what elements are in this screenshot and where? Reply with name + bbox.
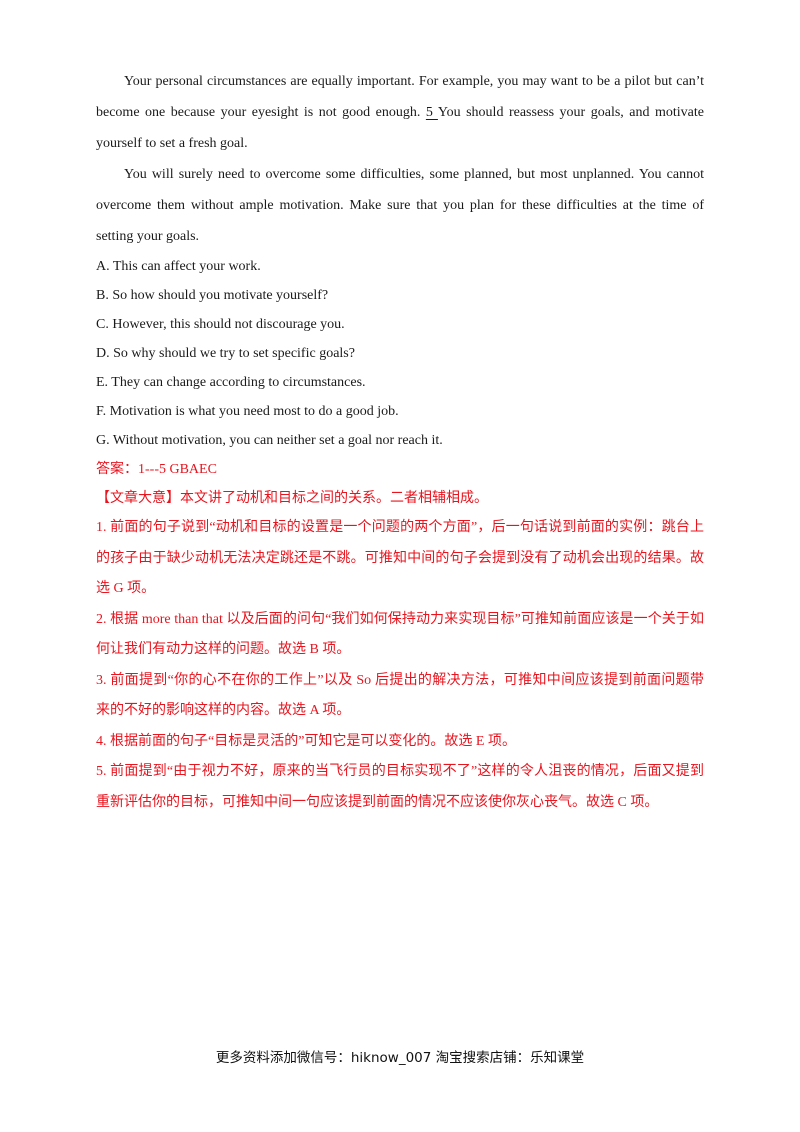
explanation-1: 1. 前面的句子说到“动机和目标的设置是一个问题的两个方面”，后一句话说到前面的…	[96, 520, 704, 596]
document-body: Your personal circumstances are equally …	[96, 66, 704, 818]
option-e: E. They can change according to circumst…	[96, 375, 366, 390]
page-footer: 更多资料添加微信号：hiknow_007 淘宝搜索店铺：乐知课堂	[215, 1050, 585, 1066]
option-a: A. This can affect your work.	[96, 259, 261, 274]
option-c: C. However, this should not discourage y…	[96, 317, 345, 332]
article-summary: 【文章大意】本文讲了动机和目标之间的关系。二者相辅相成。	[96, 491, 488, 506]
option-list: A. This can affect your work. B. So how …	[96, 252, 704, 455]
explanation-4: 4. 根据前面的句子“目标是灵活的”可知它是可以变化的。故选 E 项。	[96, 733, 516, 749]
passage-p1-before: Your personal circumstances are equally …	[96, 74, 704, 120]
answer-key: 答案：1---5 GBAEC	[96, 462, 217, 477]
option-d: D. So why should we try to set specific …	[96, 346, 355, 361]
passage-p1-after: You should reassess your goals, and moti…	[96, 105, 705, 151]
option-g: G. Without motivation, you can neither s…	[96, 433, 443, 448]
option-f: F. Motivation is what you need most to d…	[96, 404, 399, 419]
passage-paragraph-1: Your personal circumstances are equally …	[96, 66, 704, 159]
passage-paragraph-2: You will surely need to overcome some di…	[96, 167, 704, 244]
option-b: B. So how should you motivate yourself?	[96, 288, 329, 303]
explanation-5: 5. 前面提到“由于视力不好，原来的当飞行员的目标实现不了”这样的令人沮丧的情况…	[96, 764, 704, 810]
explanation-2: 2. 根据 more than that 以及后面的问句“我们如何保持动力来实现…	[96, 611, 704, 658]
blank-5: 5	[425, 105, 438, 120]
explanation-3: 3. 前面提到“你的心不在你的工作上”以及 So 后提出的解决方法，可推知中间应…	[96, 672, 704, 719]
